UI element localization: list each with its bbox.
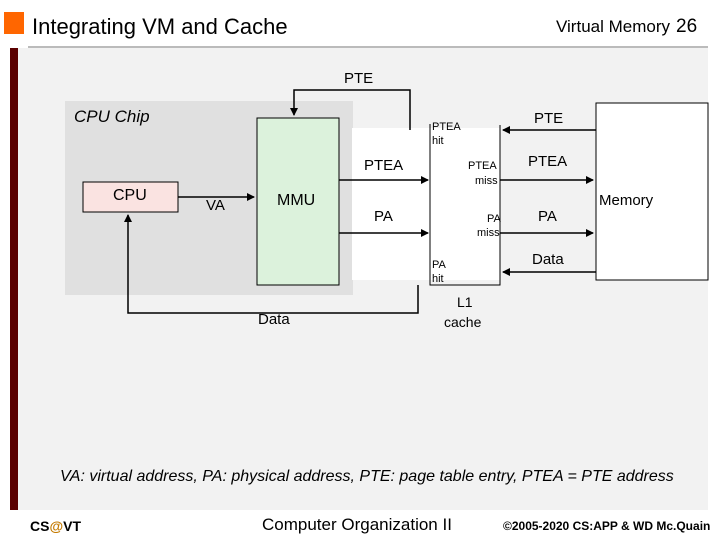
ptea-left-label: PTEA bbox=[364, 157, 404, 174]
pa-right-label: PA bbox=[538, 208, 557, 225]
left-accent-bar bbox=[10, 48, 18, 510]
memory-box bbox=[595, 102, 709, 281]
title-accent-square bbox=[4, 12, 24, 34]
cache-label-cache: cache bbox=[444, 314, 482, 330]
footer-prefix: CS bbox=[30, 518, 50, 534]
pte-right-label: PTE bbox=[534, 110, 564, 127]
l1-cache-outline bbox=[429, 124, 501, 286]
footer-at: @ bbox=[49, 518, 64, 534]
cpu-chip-label: CPU Chip bbox=[74, 107, 150, 126]
pte-hit-arrow bbox=[290, 89, 411, 130]
diagram-caption: VA: virtual address, PA: physical addres… bbox=[60, 468, 674, 485]
mmu-label: MMU bbox=[277, 192, 316, 209]
footer-copyright: ©2005-2020 CS:APP & WD Mc.Quain bbox=[503, 519, 711, 533]
pa-left-label: PA bbox=[374, 208, 393, 225]
cpu-label: CPU bbox=[113, 187, 147, 204]
data-return-arrow bbox=[124, 214, 419, 314]
pte-top-label: PTE bbox=[344, 70, 374, 87]
ptea-miss-label-2: miss bbox=[475, 175, 498, 187]
memory-label: Memory bbox=[599, 192, 654, 209]
slide-number: 26 bbox=[676, 16, 698, 37]
footer-course-name: Computer Organization II bbox=[262, 515, 452, 534]
cpu-box bbox=[82, 181, 179, 213]
cache-label-l1: L1 bbox=[457, 294, 473, 310]
data-right-label: Data bbox=[532, 251, 564, 268]
data-bottom-label: Data bbox=[258, 311, 290, 328]
pa-miss-label-2: miss bbox=[477, 227, 500, 239]
ptea-right-label: PTEA bbox=[528, 153, 568, 170]
title-divider bbox=[28, 46, 708, 48]
ptea-hit-label-1: PTEA bbox=[432, 121, 461, 133]
pa-miss-label-1: PA bbox=[487, 213, 501, 225]
mmu-box bbox=[256, 117, 340, 286]
footer-course-tag: CS@VT bbox=[30, 518, 81, 534]
slide-title: Integrating VM and Cache bbox=[32, 14, 288, 39]
header-topic: Virtual Memory bbox=[556, 17, 670, 36]
ptea-miss-label-1: PTEA bbox=[468, 160, 497, 172]
pa-hit-label-1: PA bbox=[432, 259, 446, 271]
pa-hit-label-2: hit bbox=[432, 273, 444, 285]
slide-header: Virtual Memory 26 bbox=[556, 16, 697, 38]
footer-suffix: VT bbox=[63, 518, 81, 534]
ptea-hit-label-2: hit bbox=[432, 135, 444, 147]
va-label: VA bbox=[206, 197, 225, 214]
l1-cache-box bbox=[352, 128, 500, 280]
